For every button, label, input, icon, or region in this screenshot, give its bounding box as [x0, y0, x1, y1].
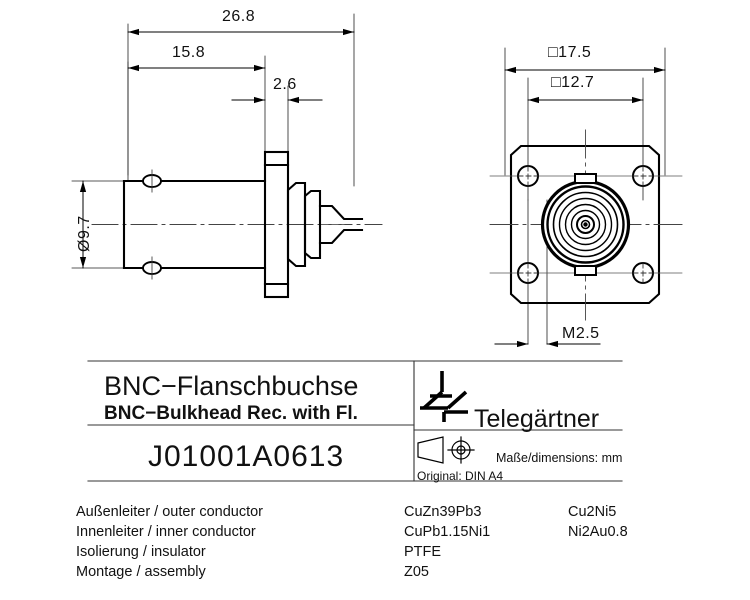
dim-line-15-8: [127, 64, 266, 72]
projection-symbol: [417, 436, 475, 464]
dim-label-mounting-thread: M2.5: [562, 325, 600, 342]
flange-outline: [509, 144, 661, 305]
dim-label-flange-thickness: 2.6: [273, 76, 297, 93]
title-block-frame: [87, 360, 623, 482]
dim-line-26-8: [127, 28, 355, 36]
material-row-plating: Ni2Au0.8: [568, 524, 628, 540]
material-row-value: Z05: [404, 564, 429, 580]
dim-line-m25: [494, 340, 601, 348]
dim-line-diameter: [79, 180, 87, 269]
part-number: J01001A0613: [148, 440, 345, 473]
brand-name: Telegärtner: [474, 405, 600, 433]
material-row-value: CuZn39Pb3: [404, 504, 482, 520]
original-format-note: Original: DIN A4: [417, 469, 504, 483]
telegaertner-logo-mark: [420, 371, 468, 422]
material-row-plating: Cu2Ni5: [568, 504, 617, 520]
material-row-value: PTFE: [404, 544, 442, 560]
material-row-label: Isolierung / insulator: [76, 544, 206, 560]
title-german: BNC−Flanschbuchse: [104, 371, 359, 401]
dim-label-body-diameter: Ø9.7: [76, 215, 93, 252]
bnc-coupling-rings: [540, 179, 631, 270]
dim-label-flange-width: □17.5: [548, 44, 592, 61]
material-row-label: Außenleiter / outer conductor: [76, 504, 263, 520]
dim-line-2-6: [231, 96, 323, 104]
bayonet-lugs: [574, 173, 597, 276]
material-row-label: Innenleiter / inner conductor: [76, 524, 256, 540]
dim-label-overall-length: 26.8: [222, 8, 256, 25]
dim-label-hole-spacing: □12.7: [551, 74, 595, 91]
dim-label-body-length: 15.8: [172, 44, 206, 61]
material-row-label: Montage / assembly: [76, 564, 206, 580]
material-row-value: CuPb1.15Ni1: [404, 524, 491, 540]
title-english: BNC−Bulkhead Rec. with Fl.: [104, 403, 358, 424]
dim-line-12-7: [527, 96, 644, 104]
dim-line-17-5: [504, 66, 666, 74]
units-note: Maße/dimensions: mm: [496, 451, 623, 465]
